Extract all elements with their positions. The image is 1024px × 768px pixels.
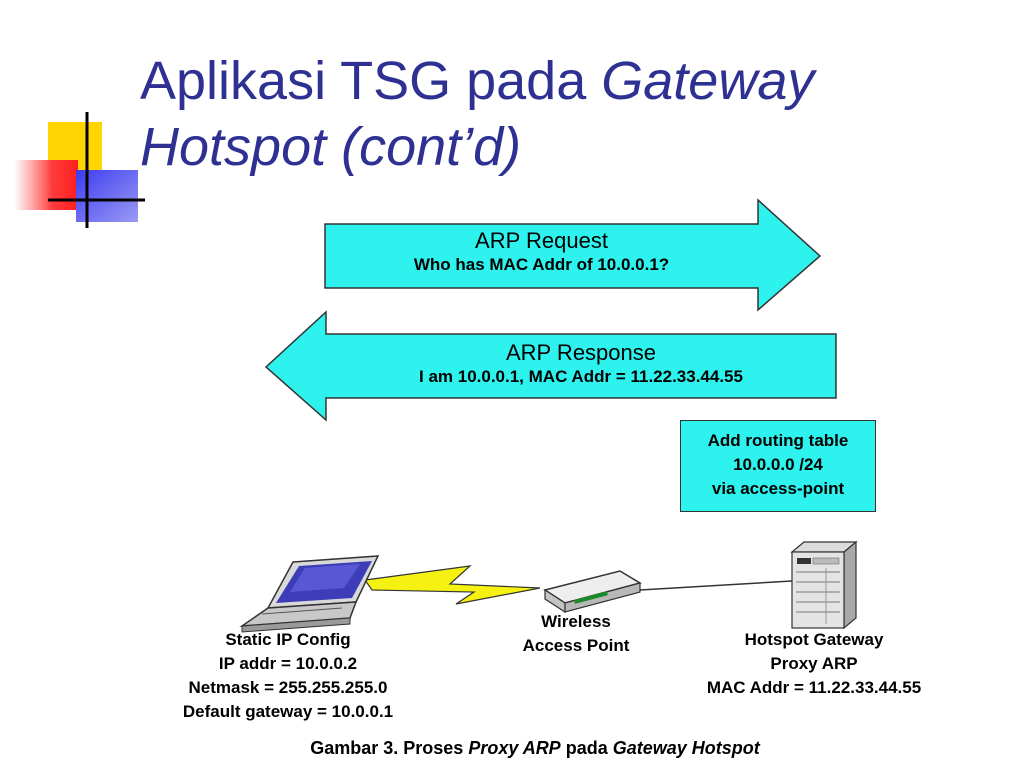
gateway-line-1: Hotspot Gateway [744,630,884,649]
arp-request-heading: ARP Request [475,228,608,253]
lightning-bolt-icon [363,565,541,605]
figure-caption: Gambar 3. Proses Proxy ARP pada Gateway … [0,738,1024,759]
routing-line-1: Add routing table [707,431,849,450]
laptop-line-3: Netmask = 255.255.255.0 [188,678,388,697]
laptop-line-4: Default gateway = 10.0.0.1 [182,702,394,721]
routing-line-3: via access-point [711,479,845,498]
access-point-icon [543,570,642,614]
title-line1-italic: Gateway [601,51,815,111]
page-title: Aplikasi TSG pada Gateway Hotspot (cont’… [140,48,814,180]
access-point-label: Wireless Access Point [496,610,656,658]
routing-line-2: 10.0.0.0 /24 [733,455,823,474]
caption-prefix: Gambar 3. Proses [310,738,469,758]
gateway-line-3: MAC Addr = 11.22.33.44.55 [706,678,922,697]
arp-request-text: ARP Request Who has MAC Addr of 10.0.0.1… [325,228,758,276]
arp-response-text: ARP Response I am 10.0.0.1, MAC Addr = 1… [326,340,836,388]
arp-response-heading: ARP Response [505,340,656,365]
ap-line-1: Wireless [541,612,611,631]
ap-gateway-link [639,580,793,591]
arp-request-arrow [324,198,822,312]
routing-table-box: Add routing table 10.0.0.0 /24 via acces… [680,420,876,512]
caption-italic-1: Proxy ARP [468,738,561,758]
ap-line-2: Access Point [522,636,630,655]
caption-italic-2: Gateway Hotspot [612,738,760,758]
logo-squares [14,112,145,228]
arp-response-arrow [264,310,837,422]
title-line2-italic: Hotspot (cont’d) [140,117,522,177]
title-line1-regular: Aplikasi TSG pada [140,51,602,111]
laptop-label: Static IP Config IP addr = 10.0.0.2 Netm… [128,628,448,724]
laptop-line-2: IP addr = 10.0.0.2 [218,654,358,673]
laptop-line-1: Static IP Config [225,630,351,649]
arp-response-detail: I am 10.0.0.1, MAC Addr = 11.22.33.44.55 [419,367,743,386]
server-icon [790,540,858,630]
gateway-line-2: Proxy ARP [770,654,858,673]
laptop-icon [239,555,380,633]
gateway-label: Hotspot Gateway Proxy ARP MAC Addr = 11.… [664,628,964,700]
caption-middle: pada [560,738,613,758]
arp-request-detail: Who has MAC Addr of 10.0.0.1? [413,255,670,274]
